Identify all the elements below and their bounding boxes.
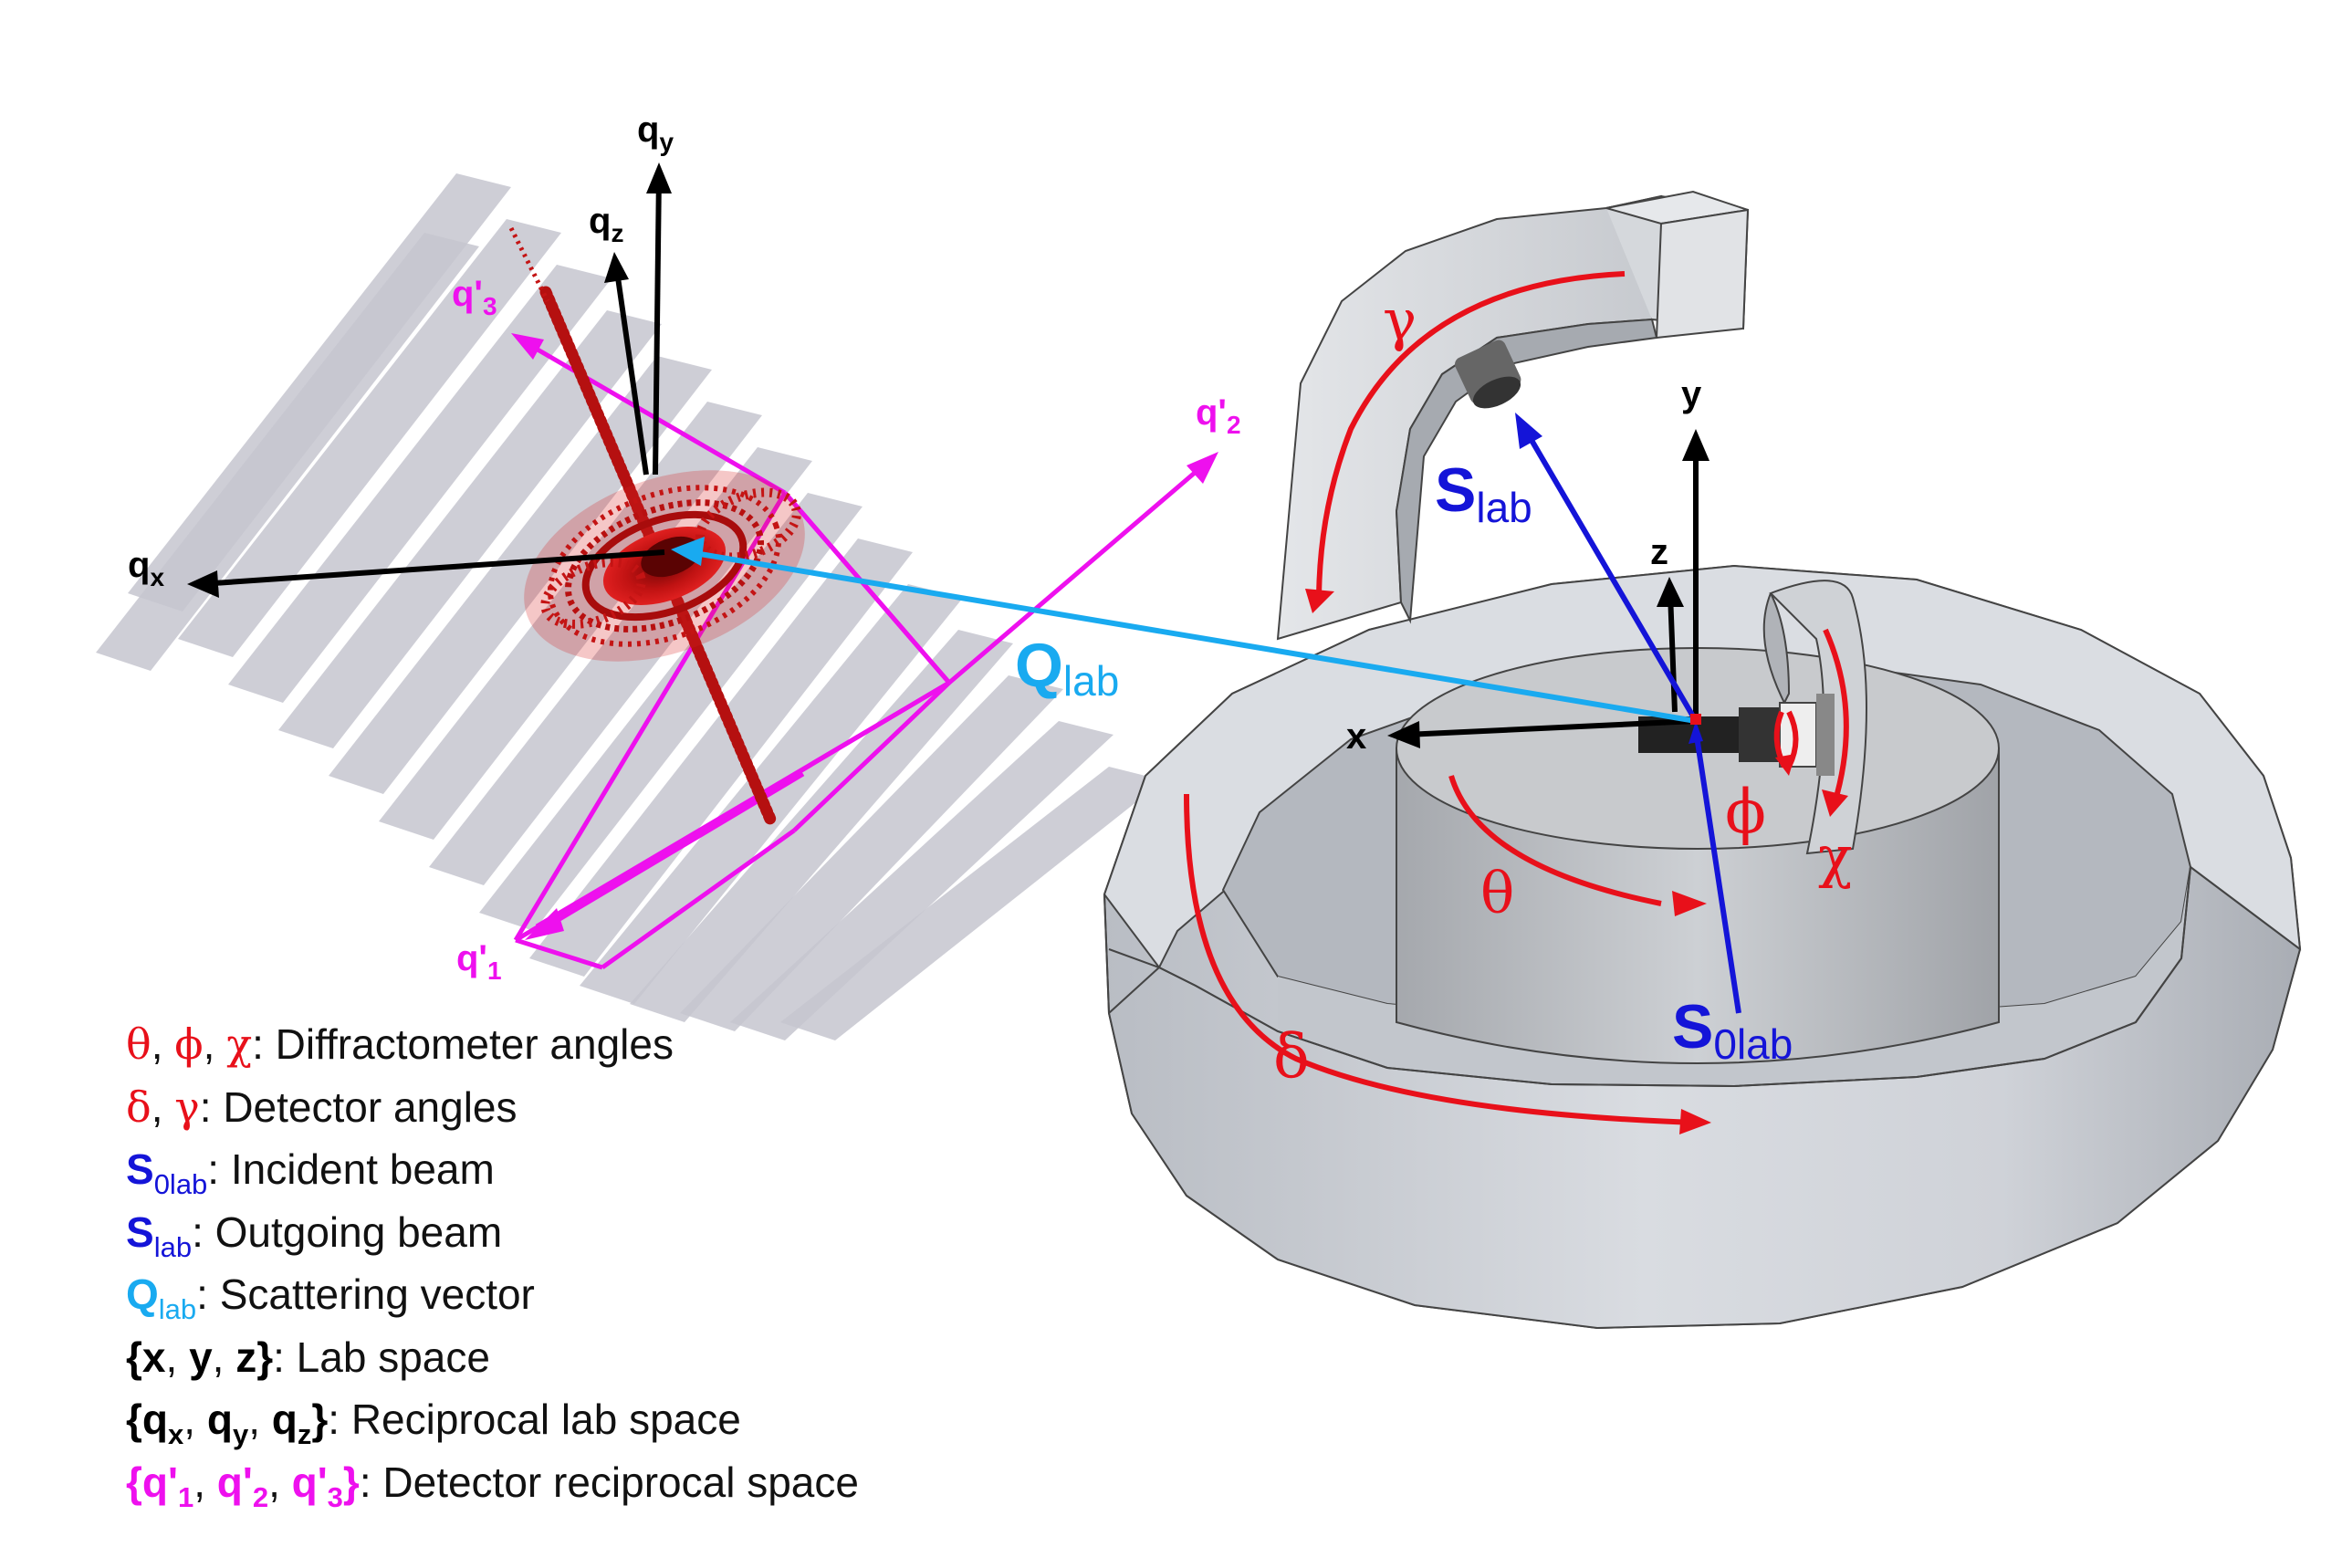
legend-detector-reciprocal-space: {q'1, q'2, q'3}: Detector reciprocal spa…	[126, 1458, 859, 1513]
outgoing-beam	[1523, 429, 1699, 723]
qy-axis	[653, 172, 664, 476]
q1-label: q'1	[456, 938, 502, 985]
lab-axes	[1405, 447, 1699, 737]
reciprocal-axes	[199, 172, 665, 589]
qz-axis	[612, 263, 649, 476]
gamma-label: γ	[1383, 287, 1417, 353]
phi-label: ϕ	[1725, 777, 1766, 847]
gamma-arrow	[1316, 271, 1626, 603]
vector-labels: Qlab Slab S0lab	[1015, 455, 1793, 1068]
delta-label: δ	[1273, 1021, 1310, 1092]
legend-text: : Scattering vector	[196, 1270, 535, 1318]
legend-detector-angles: δ, γ: Detector angles	[126, 1076, 859, 1139]
angle-arrows	[1184, 271, 1849, 1125]
qy-label: qy	[637, 110, 674, 156]
delta-arrow	[1184, 793, 1699, 1125]
legend: θ, ϕ, χ: Diffractometer angles δ, γ: Det…	[126, 1013, 859, 1513]
legend-sep: ,	[203, 1020, 227, 1068]
reciprocal-axis-labels: qx qy qz q'3 q'2 q'1	[128, 110, 1241, 985]
qx-label: qx	[128, 545, 164, 591]
z-arrowhead	[1657, 577, 1684, 607]
y-label: y	[1681, 374, 1702, 414]
legend-text: : Incident beam	[207, 1145, 495, 1193]
detector-axis-q2	[1187, 452, 1218, 484]
beams	[671, 413, 1741, 1014]
qx-axis	[199, 549, 665, 589]
incident-beam	[1693, 729, 1741, 1014]
q3-label: q'3	[452, 274, 497, 320]
s-lab-label: Slab	[1435, 455, 1532, 531]
z-axis	[1668, 592, 1678, 713]
scattering-vector	[688, 549, 1697, 724]
chi-arrow	[1823, 628, 1849, 804]
qz-label: qz	[589, 201, 623, 247]
legend-q-symbol: Qlab	[126, 1270, 197, 1325]
chi-label: χ	[1818, 823, 1853, 890]
legend-phi: ϕ	[174, 1019, 204, 1069]
x-axis	[1405, 718, 1697, 737]
legend-text: : Detector reciprocal space	[359, 1458, 859, 1506]
detector-axis-q3	[511, 333, 787, 496]
legend-text: : Outgoing beam	[192, 1207, 503, 1256]
legend-diffractometer-angles: θ, ϕ, χ: Diffractometer angles	[126, 1013, 859, 1076]
legend-text: : Detector angles	[199, 1082, 518, 1131]
legend-text: : Reciprocal lab space	[328, 1396, 741, 1443]
legend-s-symbol: Slab	[126, 1207, 193, 1263]
legend-reciprocal-lab-space: {qx, qy, qz}: Reciprocal lab space	[126, 1396, 741, 1450]
gamma-arm	[1276, 190, 1750, 641]
theta-label: θ	[1480, 860, 1514, 926]
legend-delta: δ	[126, 1082, 152, 1132]
legend-gamma: γ	[174, 1082, 200, 1132]
legend-text: : Diffractometer angles	[252, 1020, 674, 1068]
z-label: z	[1650, 532, 1668, 572]
diffraction-spot	[524, 470, 805, 662]
y-arrowhead	[1682, 429, 1709, 461]
legend-theta: θ	[126, 1019, 152, 1069]
legend-outgoing-beam: Slab: Outgoing beam	[126, 1201, 859, 1264]
legend-chi: χ	[226, 1019, 253, 1069]
legend-scattering-vector: Qlab: Scattering vector	[126, 1263, 859, 1326]
angle-labels: γ θ ϕ χ δ	[1273, 287, 1853, 1092]
theta-arrow	[1448, 775, 1662, 906]
legend-sep: ,	[151, 1082, 175, 1131]
lab-axis-labels: y z x	[1346, 374, 1702, 757]
s0-lab-label: S0lab	[1672, 992, 1793, 1068]
legend-lab-space: {x, y, z}: Lab space	[126, 1333, 490, 1381]
x-label: x	[1346, 716, 1366, 757]
legend-text: : Lab space	[273, 1333, 490, 1381]
x-arrowhead	[1387, 721, 1420, 748]
legend-sep: ,	[151, 1020, 175, 1068]
q-lab-label: Qlab	[1015, 631, 1119, 705]
legend-incident-beam: S0lab: Incident beam	[126, 1138, 859, 1201]
q2-label: q'2	[1196, 392, 1241, 439]
legend-s0-symbol: S0lab	[126, 1145, 208, 1200]
